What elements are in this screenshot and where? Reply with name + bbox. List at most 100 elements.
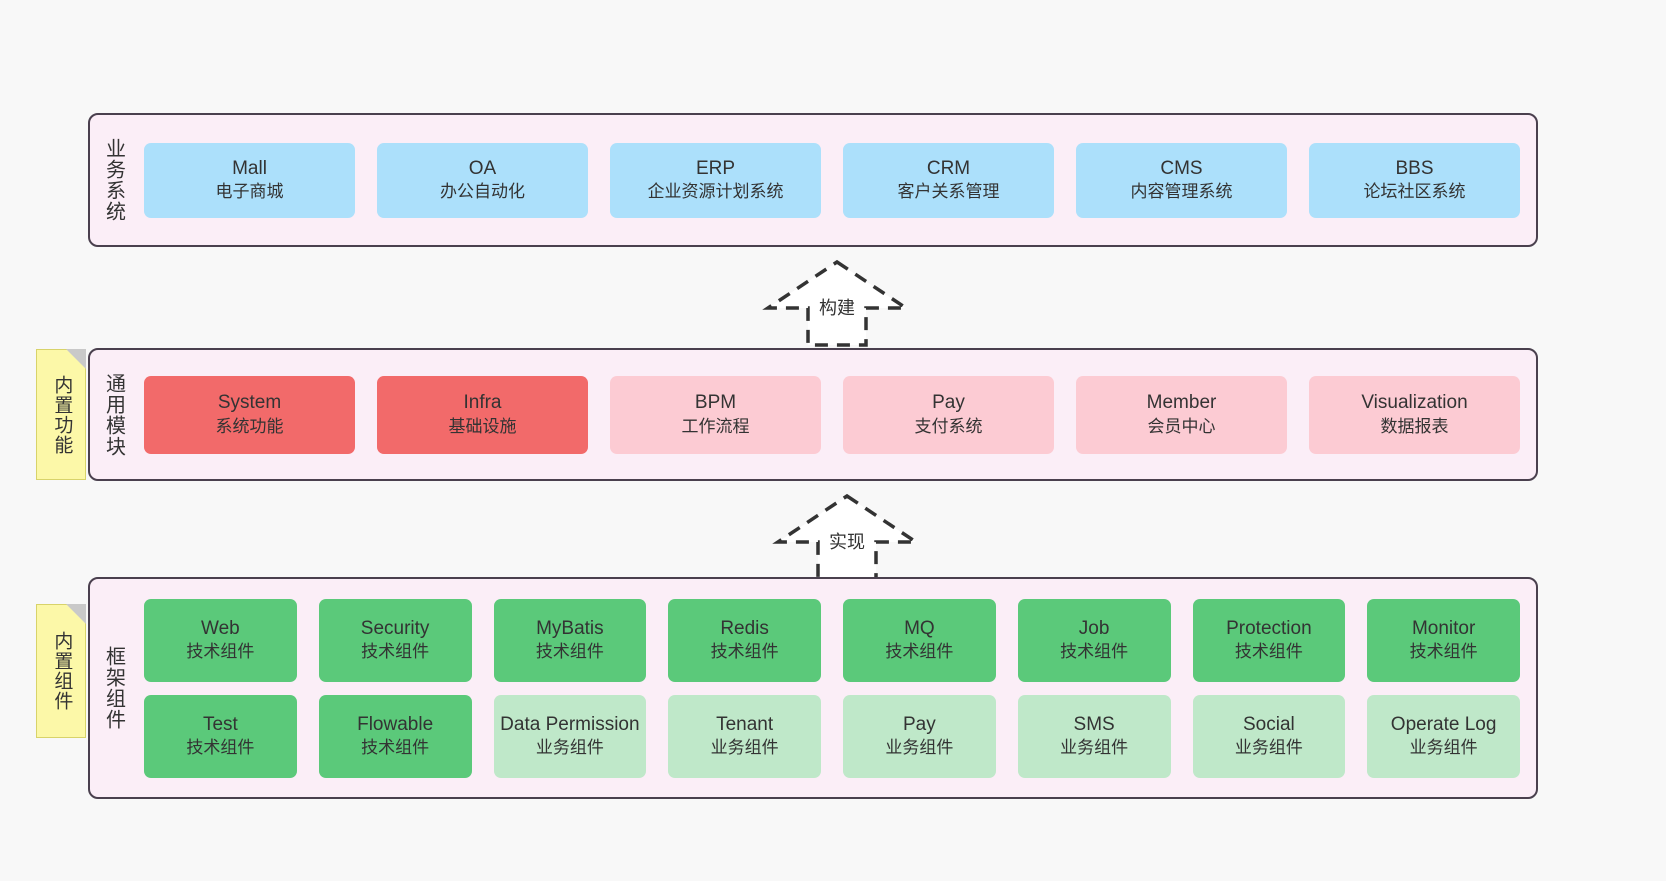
card-title: MQ [904,617,935,639]
generalization-arrow-icon [772,493,922,581]
card-row: Test 技术组件 Flowable 技术组件 Data Permission … [144,694,1520,778]
card-title: Flowable [357,713,434,735]
card-title: Protection [1226,617,1312,639]
note-builtin-component: 内置组件 [36,604,86,738]
card-system[interactable]: System 系统功能 [144,375,355,454]
card-title: Redis [720,617,769,639]
card-subtitle: 电子商城 [215,182,284,202]
layer-title-common-module: 通用模块 [102,372,125,457]
card-social[interactable]: Social 业务组件 [1192,694,1346,778]
card-title: Member [1146,392,1217,414]
card-title: OA [468,157,497,179]
card-subtitle: 技术组件 [186,642,255,662]
card-subtitle: 支付系统 [914,416,983,436]
layer-body-framework-component: Web 技术组件 Security 技术组件 MyBatis 技术组件 Redi… [136,579,1536,797]
layer-body-common-module: System 系统功能 Infra 基础设施 BPM 工作流程 Pay 支付系统… [136,350,1536,479]
card-member[interactable]: Member 会员中心 [1076,375,1287,454]
card-subtitle: 技术组件 [361,738,430,758]
layer-title-framework-component: 框架组件 [102,646,125,730]
generalization-arrow-icon [762,259,912,347]
card-title: Visualization [1361,392,1468,414]
card-row: Mall 电子商城 OA 办公自动化 ERP 企业资源计划系统 CRM 客户关系… [144,142,1520,218]
card-tenant[interactable]: Tenant 业务组件 [668,694,821,778]
card-title: Job [1078,617,1110,639]
card-subtitle: 技术组件 [710,642,779,662]
card-cms[interactable]: CMS 内容管理系统 [1076,142,1287,218]
card-flowable[interactable]: Flowable 技术组件 [318,694,472,778]
card-pay[interactable]: Pay 支付系统 [843,375,1054,454]
arrow-build: 构建 [762,256,912,351]
card-title: SMS [1073,713,1115,735]
card-title: ERP [695,157,736,179]
card-erp[interactable]: ERP 企业资源计划系统 [610,142,821,218]
card-subtitle: 论坛社区系统 [1363,182,1466,202]
card-subtitle: 业务组件 [535,738,604,758]
arrow-implement: 实现 [772,490,922,585]
card-title: Social [1243,713,1295,735]
card-redis[interactable]: Redis 技术组件 [668,598,821,682]
note-label: 内置功能 [51,374,73,455]
card-title: BBS [1395,157,1434,179]
layer-common-module: 通用模块 System 系统功能 Infra 基础设施 BPM 工作流程 Pay… [88,348,1538,481]
layer-title-business-system: 业务系统 [102,138,125,222]
card-subtitle: 业务组件 [885,738,954,758]
card-subtitle: 业务组件 [710,738,779,758]
card-title: System [217,392,282,414]
card-protection[interactable]: Protection 技术组件 [1192,598,1346,682]
card-mq[interactable]: MQ 技术组件 [843,598,996,682]
card-title: MyBatis [536,617,604,639]
card-subtitle: 客户关系管理 [897,182,1000,202]
card-subtitle: 内容管理系统 [1130,182,1233,202]
card-subtitle: 数据报表 [1380,416,1449,436]
card-subtitle: 技术组件 [361,642,430,662]
card-job[interactable]: Job 技术组件 [1017,598,1171,682]
card-title: Pay [903,713,936,735]
card-title: CRM [926,157,971,179]
card-row: System 系统功能 Infra 基础设施 BPM 工作流程 Pay 支付系统… [144,375,1520,454]
card-test[interactable]: Test 技术组件 [144,694,297,778]
card-subtitle: 基础设施 [448,416,517,436]
layer-body-business-system: Mall 电子商城 OA 办公自动化 ERP 企业资源计划系统 CRM 客户关系… [136,115,1536,245]
card-subtitle: 业务组件 [1060,738,1129,758]
card-subtitle: 业务组件 [1234,738,1303,758]
card-subtitle: 工作流程 [681,416,750,436]
card-crm[interactable]: CRM 客户关系管理 [843,142,1054,218]
card-security[interactable]: Security 技术组件 [318,598,472,682]
card-web[interactable]: Web 技术组件 [144,598,297,682]
card-oa[interactable]: OA 办公自动化 [377,142,588,218]
card-operate-log[interactable]: Operate Log 业务组件 [1367,694,1520,778]
card-subtitle: 技术组件 [535,642,604,662]
card-subtitle: 企业资源计划系统 [647,182,784,202]
card-title: Operate Log [1390,713,1497,735]
card-pay-component[interactable]: Pay 业务组件 [843,694,996,778]
card-sms[interactable]: SMS 业务组件 [1017,694,1171,778]
card-bbs[interactable]: BBS 论坛社区系统 [1309,142,1520,218]
card-title: CMS [1160,157,1203,179]
card-title: Monitor [1411,617,1476,639]
layer-business-system: 业务系统 Mall 电子商城 OA 办公自动化 ERP 企业资源计划系统 CRM… [88,113,1538,247]
card-subtitle: 技术组件 [1409,642,1478,662]
card-mybatis[interactable]: MyBatis 技术组件 [493,598,647,682]
card-title: Data Permission [500,713,640,735]
card-title: Pay [932,392,965,414]
card-subtitle: 业务组件 [1409,738,1478,758]
note-label: 内置组件 [51,631,73,711]
card-title: Test [202,713,238,735]
card-monitor[interactable]: Monitor 技术组件 [1367,598,1520,682]
card-title: Web [201,617,240,639]
card-bpm[interactable]: BPM 工作流程 [610,375,821,454]
layer-framework-component: 框架组件 Web 技术组件 Security 技术组件 MyBatis 技术组件… [88,577,1538,799]
card-subtitle: 技术组件 [186,738,255,758]
card-title: Tenant [716,713,774,735]
card-visualization[interactable]: Visualization 数据报表 [1309,375,1520,454]
card-data-permission[interactable]: Data Permission 业务组件 [493,694,647,778]
card-mall[interactable]: Mall 电子商城 [144,142,355,218]
card-subtitle: 技术组件 [885,642,954,662]
card-subtitle: 系统功能 [215,416,284,436]
card-subtitle: 办公自动化 [440,182,525,202]
card-title: Security [360,617,430,639]
card-title: Mall [232,157,267,179]
card-infra[interactable]: Infra 基础设施 [377,375,588,454]
card-subtitle: 技术组件 [1060,642,1129,662]
